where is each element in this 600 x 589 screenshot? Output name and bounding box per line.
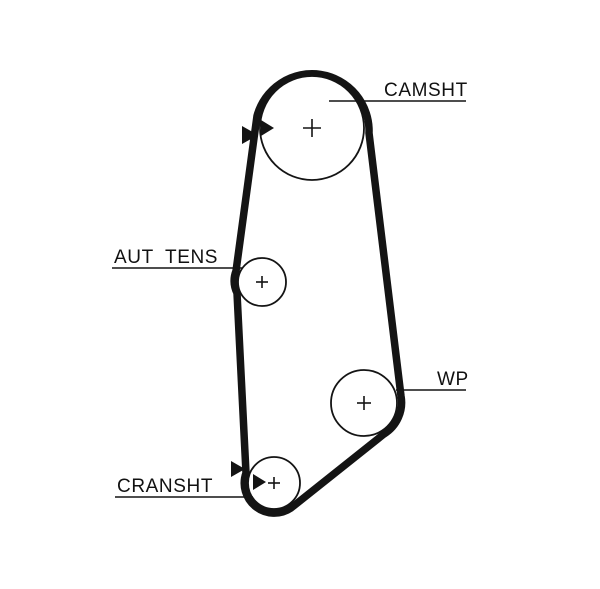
water-pump-center-cross-icon [357, 396, 371, 410]
camshaft-center-cross-icon [303, 119, 321, 137]
timing-belt-path [230, 70, 406, 517]
crankshaft-center-cross-icon [268, 477, 280, 489]
camshaft-direction-arrow-small-icon [261, 120, 274, 136]
camshaft-direction-arrow-icon [242, 126, 258, 144]
camshaft-label: CAMSHT [384, 80, 468, 101]
crankshaft-label: CRANSHT [117, 476, 213, 497]
tensioner-center-cross-icon [256, 276, 268, 288]
crankshaft-direction-arrow-small-icon [253, 474, 266, 490]
tensioner-label: AUT TENS [114, 247, 218, 268]
crankshaft-direction-arrow-icon [231, 461, 245, 477]
water-pump-label: WP [437, 369, 469, 390]
